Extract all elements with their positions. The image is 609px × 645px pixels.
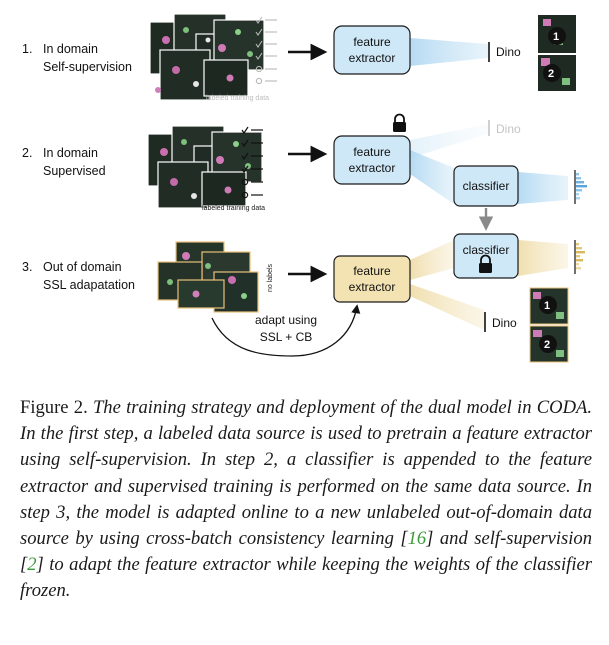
step-number: 3. xyxy=(22,260,32,274)
crop-2-step1: 2 xyxy=(538,55,576,91)
beam-classifier-out-step3 xyxy=(518,240,568,276)
step-number: 2. xyxy=(22,146,32,160)
lock-icon xyxy=(393,113,406,132)
caption-text: The training strategy and deployment of … xyxy=(20,397,592,550)
crop-1-step3: 1 xyxy=(529,287,569,325)
citation-link[interactable]: 2 xyxy=(27,554,37,576)
figure-diagram: 1. In domain Self-supervision 2. In doma… xyxy=(22,13,587,363)
feature-extractor-label: extractor xyxy=(349,51,396,65)
step-line1: Out of domain xyxy=(43,260,122,274)
feature-extractor-label: extractor xyxy=(349,161,396,175)
crop-2-step3: 2 xyxy=(529,325,569,363)
feature-extractor-step2 xyxy=(333,135,411,185)
checklist-step2 xyxy=(241,126,263,199)
citation-link[interactable]: 16 xyxy=(407,528,427,550)
dino-label-step3: Dino xyxy=(492,316,517,330)
classifier-label: classifier xyxy=(463,179,510,193)
caption-text: ] to adapt the feature extractor while k… xyxy=(20,554,592,602)
step-number: 1. xyxy=(22,42,32,56)
dino-label-step2-faded: Dino xyxy=(496,122,521,136)
beam-to-classifier xyxy=(410,150,454,204)
crop-number: 2 xyxy=(548,68,554,80)
feature-extractor-label: feature xyxy=(353,145,391,159)
feature-extractor-step3 xyxy=(333,255,411,303)
adapt-label-line1: adapt using xyxy=(255,313,317,327)
labeled-training-data-faded: labeled training data xyxy=(206,95,269,102)
feature-extractor-step1 xyxy=(333,25,411,75)
adapt-loop-curve xyxy=(211,304,361,357)
step-line2: Supervised xyxy=(43,164,106,178)
caption-lead: Figure 2. xyxy=(20,397,88,418)
adapt-label-line2: SSL + CB xyxy=(260,330,313,344)
crop-number: 1 xyxy=(553,31,559,43)
crop-number: 2 xyxy=(544,339,550,351)
lock-icon xyxy=(479,254,492,273)
caption-text: ] and self-supervision [ xyxy=(20,528,592,576)
beam-to-dino-faded xyxy=(410,124,488,158)
feature-extractor-label: feature xyxy=(353,35,391,49)
dino-label-step1: Dino xyxy=(496,45,521,59)
labeled-training-data: labeled training data xyxy=(202,205,265,212)
classifier-label: classifier xyxy=(463,243,510,257)
step-line1: In domain xyxy=(43,146,98,160)
checklist-step1 xyxy=(255,16,277,85)
step-line2: SSL adapatation xyxy=(43,278,135,292)
beam-step1 xyxy=(410,38,488,66)
feature-extractor-label: feature xyxy=(353,264,391,278)
crop-number: 1 xyxy=(544,300,550,312)
beam-to-classifier-step3 xyxy=(410,240,454,280)
microscopy-stack-step3 xyxy=(157,241,259,313)
output-histogram-step2 xyxy=(574,170,587,204)
no-labels-note: no labels xyxy=(267,263,274,292)
step-1-label: 1. In domain Self-supervision xyxy=(22,42,132,74)
step-3-label: 3. Out of domain SSL adapatation xyxy=(22,260,135,292)
crop-1-step1: 1 xyxy=(538,15,576,53)
microscopy-stack-step2 xyxy=(147,125,263,209)
step-line1: In domain xyxy=(43,42,98,56)
microscopy-stack-step1 xyxy=(149,13,265,101)
feature-extractor-label: extractor xyxy=(349,280,396,294)
step-2-label: 2. In domain Supervised xyxy=(22,146,106,178)
beam-classifier-out xyxy=(518,172,568,204)
output-histogram-step3 xyxy=(574,240,585,274)
beam-to-dino-step3 xyxy=(410,284,484,330)
step-line2: Self-supervision xyxy=(43,60,132,74)
classifier-step2 xyxy=(453,165,519,207)
figure-caption: Figure 2. The training strategy and depl… xyxy=(20,395,592,605)
